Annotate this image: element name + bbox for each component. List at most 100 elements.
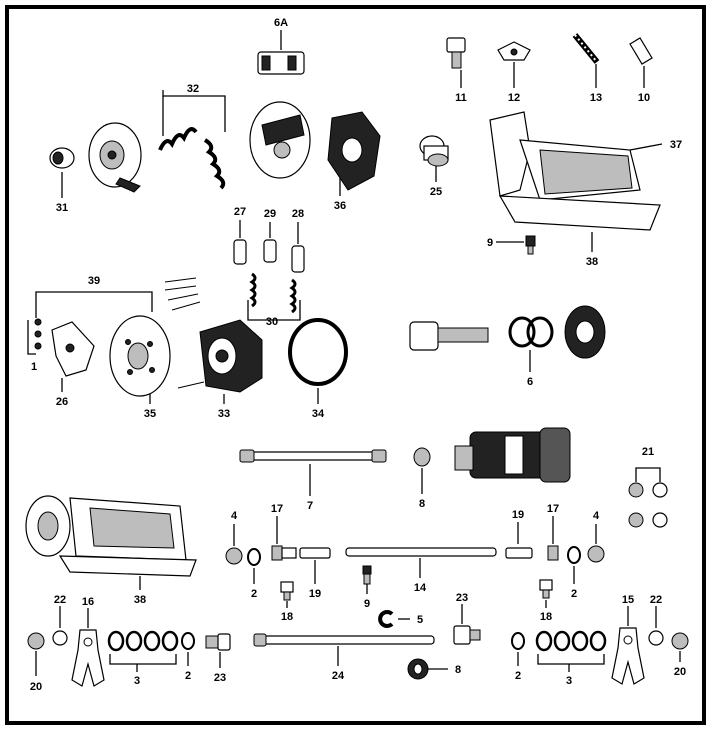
label-2-left-b: 2 [185, 670, 191, 682]
part-17-pin-left [271, 516, 297, 561]
part-7-shaft [239, 449, 387, 496]
part-22-lockwasher-right [648, 606, 664, 646]
part-6-gear-cluster [409, 305, 606, 372]
part-36-gasket [327, 111, 381, 196]
part-38-case-bottom [25, 495, 197, 590]
part-5-clip [378, 610, 410, 628]
label-23-left: 23 [214, 672, 226, 684]
label-4-left: 4 [231, 510, 238, 522]
part-3-washers-right [535, 630, 607, 672]
part-32-springs [158, 90, 226, 190]
part-18-bolt-left [280, 581, 294, 608]
label-38-top: 38 [586, 256, 598, 268]
part-pump-cover [88, 122, 142, 193]
label-25: 25 [430, 186, 442, 198]
part-28-piston [291, 222, 305, 273]
part-2-washer-left-b [181, 632, 195, 666]
label-39: 39 [88, 275, 100, 287]
part-19-shifter-left [299, 547, 331, 584]
label-2-right-b: 2 [515, 670, 521, 682]
label-37: 37 [670, 139, 682, 151]
label-30: 30 [266, 316, 278, 328]
part-22-lockwasher-left [52, 606, 68, 646]
part-37-transmission-cover [489, 111, 663, 231]
part-countershaft-gear [454, 427, 571, 483]
part-11-bolt [446, 37, 466, 88]
label-3-left: 3 [134, 675, 140, 687]
label-19-right: 19 [512, 509, 524, 521]
part-6a-coupling-sleeve [257, 30, 305, 75]
part-26-bracket [51, 321, 95, 392]
part-13-threaded-pin [572, 33, 600, 88]
label-31: 31 [56, 202, 68, 214]
label-6a: 6A [274, 17, 288, 29]
part-2-washer-right-b [511, 632, 525, 666]
label-20-right: 20 [674, 666, 686, 678]
label-22-right: 22 [650, 594, 662, 606]
label-18-left: 18 [281, 611, 293, 623]
part-9-bolt-bottom [362, 565, 372, 594]
label-1: 1 [31, 361, 37, 373]
part-4-nut-right [587, 524, 605, 563]
label-21: 21 [642, 446, 654, 458]
part-24-shaft [253, 633, 435, 666]
label-15: 15 [622, 594, 634, 606]
label-20-left: 20 [30, 681, 42, 693]
part-15-shift-fork [611, 606, 645, 685]
part-20-nut-left [27, 632, 45, 676]
label-38-bottom: 38 [134, 594, 146, 606]
label-29: 29 [264, 208, 276, 220]
label-3-right: 3 [566, 675, 572, 687]
part-18-bolt-right [539, 579, 553, 608]
label-26: 26 [56, 396, 68, 408]
part-pump-body [249, 101, 311, 179]
part-27-piston [233, 220, 247, 265]
label-32: 32 [187, 83, 199, 95]
label-5: 5 [417, 614, 423, 626]
part-33-housing [177, 319, 263, 404]
part-1-screws [27, 318, 42, 355]
label-35: 35 [144, 408, 156, 420]
part-30-springs [247, 272, 301, 321]
part-19-shifter-right [505, 522, 533, 559]
part-35-disc [109, 315, 171, 404]
label-4-right: 4 [593, 510, 600, 522]
label-7: 7 [307, 500, 313, 512]
label-9-bottom: 9 [364, 598, 370, 610]
label-24: 24 [332, 670, 345, 682]
label-12: 12 [508, 92, 520, 104]
label-2-left-a: 2 [251, 588, 257, 600]
part-4-nut-left [225, 524, 243, 565]
part-9-bolt-top [496, 235, 536, 255]
part-12-clip [497, 41, 531, 88]
part-2-washer-left-a [247, 548, 261, 584]
label-34: 34 [312, 408, 325, 420]
label-36: 36 [334, 200, 346, 212]
label-18-right: 18 [540, 611, 552, 623]
part-31-bushing [49, 147, 75, 198]
label-11: 11 [455, 92, 467, 104]
label-16: 16 [82, 596, 94, 608]
part-14-shaft [345, 547, 497, 578]
part-8-plug-top [413, 447, 431, 494]
part-16-shift-fork [71, 608, 105, 687]
part-29-piston [263, 222, 277, 263]
part-3-washers-left [107, 630, 179, 672]
part-8-plug-bottom [407, 658, 448, 680]
label-17-left: 17 [271, 503, 283, 515]
label-14: 14 [414, 582, 427, 594]
part-23-fitting-left [205, 633, 231, 668]
label-19-left: 19 [309, 588, 321, 600]
part-39-bolts [35, 277, 201, 318]
part-25-bushing [419, 135, 449, 182]
label-8-bottom: 8 [455, 664, 461, 676]
part-20-nut-right [671, 632, 689, 662]
label-10: 10 [638, 92, 650, 104]
part-17-pin-right [547, 516, 559, 561]
part-34-o-ring [288, 318, 348, 404]
part-23-fitting-right [453, 604, 481, 645]
label-28: 28 [292, 208, 304, 220]
label-33: 33 [218, 408, 230, 420]
part-2-washer-right-a [567, 546, 581, 584]
